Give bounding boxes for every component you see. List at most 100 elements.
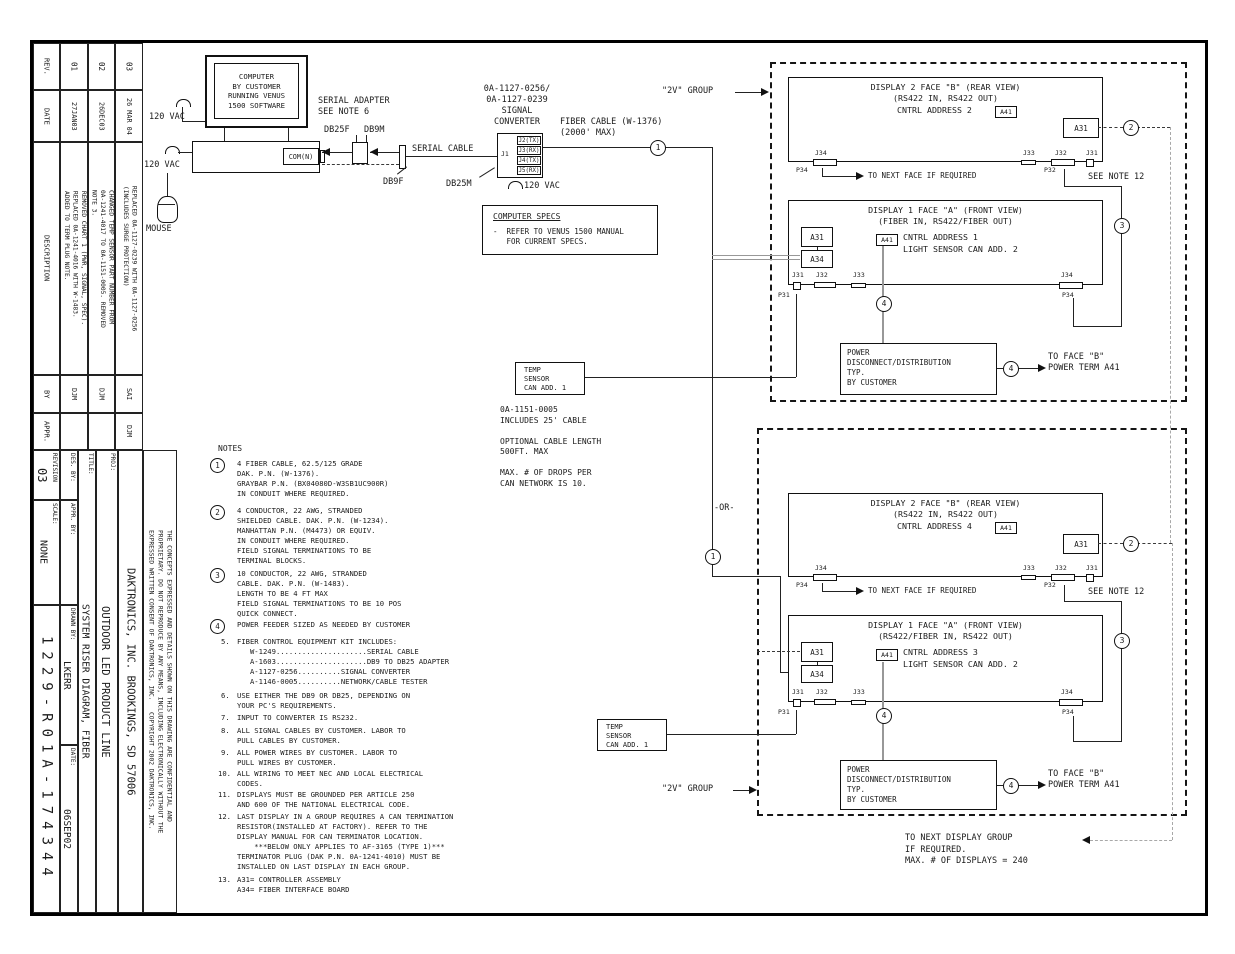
wire: [822, 168, 823, 177]
temp-sensor-box: TEMP SENSOR CAN ADD. 1: [515, 362, 585, 395]
jumper-wire: [1073, 298, 1074, 326]
group2-label: "2V" GROUP: [662, 784, 714, 794]
wire: [1017, 785, 1040, 786]
arrowhead: [1082, 836, 1090, 844]
j31-tab: [793, 282, 801, 290]
wire: [817, 247, 818, 250]
a34-chip: A34: [801, 665, 833, 683]
fiber-cable-line: [712, 259, 800, 260]
jumper-wire: [1073, 716, 1074, 741]
serial-adapter-label: SERIAL ADAPTER SEE NOTE 6: [318, 96, 390, 117]
drawn-by-cell: DRAWN BY: LKERR: [60, 605, 78, 745]
group1-label: "2V" GROUP: [662, 86, 714, 96]
temp-sensor-wire: [796, 294, 797, 377]
mouse-wire: [167, 173, 168, 197]
monitor-stand-line: [288, 128, 289, 141]
arrowhead: [856, 587, 864, 595]
j32-tab: [814, 282, 836, 288]
note-item: ALL POWER WIRES BY CUSTOMER. LABOR TO PU…: [237, 748, 398, 767]
serial-cable-label: SERIAL CABLE: [412, 144, 474, 154]
j34-tab: [813, 574, 837, 581]
wire: [322, 152, 352, 153]
note-number: 4: [210, 619, 225, 634]
wire: [817, 662, 818, 665]
proj-cell: PROJ: OUTDOOR LED PRODUCT LINE: [96, 450, 118, 913]
j31-tab: [1086, 574, 1094, 582]
j31-tab: [1086, 159, 1094, 167]
rs422-alt-dashed-line: [757, 651, 800, 652]
scale-cell: SCALE: NONE: [33, 500, 60, 605]
mouse-line: [158, 204, 175, 205]
drawing-number: 1229-R01A-174344: [33, 605, 60, 913]
des-by-cell: DES. BY:: [60, 450, 78, 500]
display2-faceB-g1: DISPLAY 2 FACE "B" (REAR VIEW) (RS422 IN…: [788, 77, 1103, 167]
temp-sensor-wire: [796, 710, 797, 734]
monitor-screen: COMPUTER BY CUSTOMER RUNNING VENUS 1500 …: [214, 63, 299, 119]
fiber-cable-label: FIBER CABLE (W-1376) (2000' MAX): [560, 117, 663, 138]
dashed-wire: [1137, 127, 1170, 128]
note-item: LAST DISPLAY IN A GROUP REQUIRES A CAN T…: [237, 812, 454, 871]
note-item: POWER FEEDER SIZED AS NEEDED BY CUSTOMER: [237, 620, 411, 629]
appr-cell: [60, 413, 88, 450]
power-box-g1: POWER DISCONNECT/DISTRIBUTION TYP. BY CU…: [840, 343, 997, 395]
db25m-label: DB25M: [446, 179, 472, 189]
note-item: DISPLAYS MUST BE GROUNDED PER ARTICLE 25…: [237, 790, 415, 809]
jumper-wire: [1064, 601, 1121, 602]
wire: [822, 591, 859, 592]
note-number: 10.: [218, 769, 231, 778]
wire: [735, 92, 763, 93]
db9f-connector: [399, 145, 406, 169]
note-item: USE EITHER THE DB9 OR DB25, DEPENDING ON…: [237, 691, 411, 710]
p34-label: P34: [796, 581, 808, 589]
j34-tab: [1059, 282, 1083, 289]
appr-by-cell: APPR. BY:: [60, 500, 78, 605]
see-note-12: SEE NOTE 12: [1088, 172, 1145, 182]
j32-tab: [1051, 159, 1075, 166]
callout-4: 4: [1003, 778, 1019, 794]
notes-heading: NOTES: [218, 444, 243, 453]
note-number: 11.: [218, 790, 231, 799]
jumper-wire: [1073, 741, 1122, 742]
appr-cell: [88, 413, 115, 450]
description-cell: REPLACED 0A-1127-0239 WITH 0A-1127-0256 …: [115, 142, 143, 375]
or-label: -OR-: [714, 503, 735, 513]
date-cell-title: DATE: 06SEP02: [60, 745, 78, 913]
wire: [822, 583, 823, 592]
wire: [997, 368, 1003, 369]
display1-faceA-g1: DISPLAY 1 FACE "A" (FRONT VIEW) (FIBER I…: [788, 200, 1103, 290]
date-cell: 26 MAR 04: [115, 90, 143, 142]
rev-cell: 01: [60, 43, 88, 90]
wire: [182, 121, 205, 122]
sheet-border: [30, 40, 1208, 916]
rev-cell: 02: [88, 43, 115, 90]
arrowhead: [322, 148, 330, 156]
wire: [178, 152, 192, 153]
next-group-note: TO NEXT DISPLAY GROUP IF REQUIRED. MAX. …: [905, 833, 1028, 866]
note-item: ALL WIRING TO MEET NEC AND LOCAL ELECTRI…: [237, 769, 424, 788]
see-note-12: SEE NOTE 12: [1088, 587, 1145, 597]
arrowhead: [761, 88, 769, 96]
note-item: 4 CONDUCTOR, 22 AWG, STRANDED SHIELDED C…: [237, 506, 389, 565]
display1-faceA-g2: DISPLAY 1 FACE "A" (FRONT VIEW) (RS422/F…: [788, 615, 1103, 707]
leader-line: [366, 135, 367, 142]
j34-tab: [813, 159, 837, 166]
a41-chip: A41: [876, 649, 898, 661]
jumper-wire: [1064, 186, 1121, 187]
copyright-cell: THE CONCEPTS EXPRESSED AND DETAILS SHOWN…: [143, 450, 177, 913]
a41-chip: A41: [876, 234, 898, 246]
temp-sensor-note: 0A-1151-0005 INCLUDES 25' CABLE OPTIONAL…: [500, 405, 602, 488]
power-box-g2: POWER DISCONNECT/DISTRIBUTION TYP. BY CU…: [840, 760, 997, 810]
temp-sensor-wire: [585, 377, 796, 378]
wire: [1017, 368, 1040, 369]
note-item: ALL SIGNAL CABLES BY CUSTOMER. LABOR TO …: [237, 726, 406, 745]
date-cell: 26DEC03: [88, 90, 115, 142]
callout-1: 1: [705, 549, 721, 565]
by-header-cell: BY: [33, 375, 60, 413]
temp-sensor-wire: [667, 734, 796, 735]
j32-tab: [1051, 574, 1075, 581]
serial-adapter-box: [352, 142, 368, 164]
wire: [370, 152, 399, 153]
arrowhead: [749, 786, 757, 794]
converter-port: J4(TX): [517, 156, 541, 165]
